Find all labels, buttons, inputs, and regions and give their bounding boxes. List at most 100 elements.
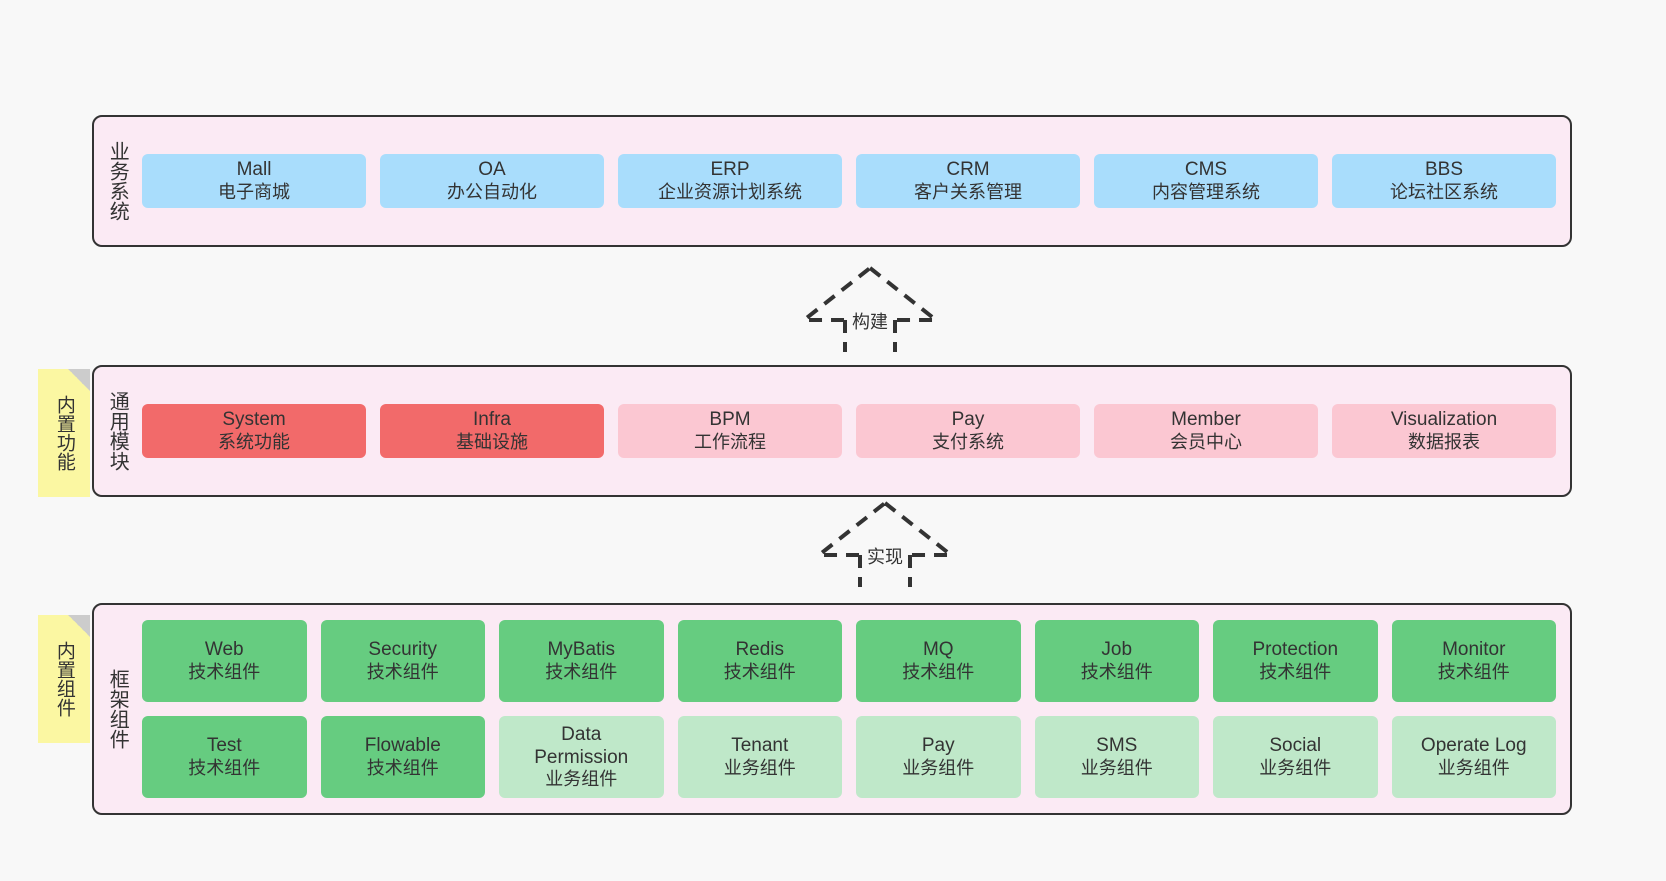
card-title: BBS <box>1424 159 1464 181</box>
connector-shaft <box>843 320 897 352</box>
card-data-permission[interactable]: Data Permission 业务组件 <box>499 716 664 798</box>
card-subtitle: 企业资源计划系统 <box>658 181 802 202</box>
card-subtitle: 业务组件 <box>723 757 796 778</box>
card-cms[interactable]: CMS 内容管理系统 <box>1094 154 1318 208</box>
layer-business-system: 业务系统 Mall 电子商城 OA 办公自动化 ERP 企业资源计划系统 CRM… <box>92 115 1572 247</box>
card-subtitle: 客户关系管理 <box>914 181 1022 202</box>
card-subtitle: 办公自动化 <box>447 181 537 202</box>
card-title: CRM <box>946 159 990 181</box>
card-row: Test 技术组件 Flowable 技术组件 Data Permission … <box>142 716 1556 798</box>
card-subtitle: 技术组件 <box>1259 661 1332 682</box>
card-title: Member <box>1171 409 1241 431</box>
card-subtitle: 技术组件 <box>188 757 261 778</box>
sticky-note-builtin-function: 内置功能 <box>38 369 90 497</box>
card-mall[interactable]: Mall 电子商城 <box>142 154 366 208</box>
card-subtitle: 内容管理系统 <box>1152 181 1260 202</box>
card-mq[interactable]: MQ 技术组件 <box>856 620 1021 702</box>
card-web[interactable]: Web 技术组件 <box>142 620 307 702</box>
card-title: Test <box>206 735 242 757</box>
card-pay-business[interactable]: Pay 业务组件 <box>856 716 1021 798</box>
card-title: MyBatis <box>547 639 616 661</box>
sticky-note-label: 内置功能 <box>53 395 75 471</box>
card-title: Redis <box>735 639 785 661</box>
card-subtitle: 技术组件 <box>366 757 439 778</box>
layer-title-business-system: 业务系统 <box>106 141 129 221</box>
card-subtitle: 电子商城 <box>218 181 290 202</box>
card-flowable[interactable]: Flowable 技术组件 <box>320 716 485 798</box>
layer-title-common-modules: 通用模块 <box>106 391 129 471</box>
card-subtitle: 业务组件 <box>902 757 975 778</box>
card-erp[interactable]: ERP 企业资源计划系统 <box>618 154 842 208</box>
card-redis[interactable]: Redis 技术组件 <box>677 620 842 702</box>
card-bbs[interactable]: BBS 论坛社区系统 <box>1332 154 1556 208</box>
card-title: CMS <box>1184 159 1228 181</box>
card-subtitle: 会员中心 <box>1170 431 1242 452</box>
card-title: Pay <box>951 409 985 431</box>
card-bpm[interactable]: BPM 工作流程 <box>618 404 842 458</box>
card-oa[interactable]: OA 办公自动化 <box>380 154 604 208</box>
card-title: Data Permission <box>534 723 629 769</box>
layer-framework-components: 框架组件 Web 技术组件 Security 技术组件 MyBatis 技术组件… <box>92 603 1572 815</box>
card-title: Flowable <box>364 735 441 757</box>
card-tenant[interactable]: Tenant 业务组件 <box>677 716 842 798</box>
card-title: Social <box>1269 735 1322 757</box>
card-row: Web 技术组件 Security 技术组件 MyBatis 技术组件 Redi… <box>142 620 1556 702</box>
card-mybatis[interactable]: MyBatis 技术组件 <box>499 620 664 702</box>
card-subtitle: 技术组件 <box>902 661 975 682</box>
connector-implement: 实现 <box>810 497 960 587</box>
card-subtitle: 技术组件 <box>366 661 439 682</box>
sticky-note-label: 内置组件 <box>53 641 75 717</box>
card-subtitle: 基础设施 <box>456 431 528 452</box>
card-row: System 系统功能 Infra 基础设施 BPM 工作流程 Pay 支付系统… <box>142 404 1556 458</box>
card-title: Security <box>368 639 438 661</box>
card-subtitle: 系统功能 <box>218 431 290 452</box>
card-subtitle: 技术组件 <box>723 661 796 682</box>
card-title: Operate Log <box>1420 735 1527 757</box>
card-title: Monitor <box>1442 639 1506 661</box>
card-title: SMS <box>1096 735 1138 757</box>
card-title: Web <box>204 639 244 661</box>
card-system[interactable]: System 系统功能 <box>142 404 366 458</box>
card-monitor[interactable]: Monitor 技术组件 <box>1391 620 1556 702</box>
card-title: Protection <box>1252 639 1339 661</box>
connector-shaft <box>858 555 912 587</box>
card-infra[interactable]: Infra 基础设施 <box>380 404 604 458</box>
sticky-note-builtin-component: 内置组件 <box>38 615 90 743</box>
card-job[interactable]: Job 技术组件 <box>1034 620 1199 702</box>
layer-body-business-system: Mall 电子商城 OA 办公自动化 ERP 企业资源计划系统 CRM 客户关系… <box>140 117 1570 245</box>
card-title: MQ <box>922 639 954 661</box>
card-title: Mall <box>236 159 272 181</box>
connector-label: 构建 <box>849 308 891 334</box>
card-social[interactable]: Social 业务组件 <box>1213 716 1378 798</box>
card-operate-log[interactable]: Operate Log 业务组件 <box>1391 716 1556 798</box>
card-subtitle: 业务组件 <box>545 769 618 790</box>
layer-common-modules: 通用模块 System 系统功能 Infra 基础设施 BPM 工作流程 Pay… <box>92 365 1572 497</box>
card-subtitle: 业务组件 <box>1080 757 1153 778</box>
card-title: Infra <box>472 409 512 431</box>
card-title: Visualization <box>1390 409 1498 431</box>
card-protection[interactable]: Protection 技术组件 <box>1213 620 1378 702</box>
card-crm[interactable]: CRM 客户关系管理 <box>856 154 1080 208</box>
layer-body-common-modules: System 系统功能 Infra 基础设施 BPM 工作流程 Pay 支付系统… <box>140 367 1570 495</box>
card-title: Job <box>1101 639 1133 661</box>
card-subtitle: 支付系统 <box>932 431 1004 452</box>
card-test[interactable]: Test 技术组件 <box>142 716 307 798</box>
card-visualization[interactable]: Visualization 数据报表 <box>1332 404 1556 458</box>
connector-label: 实现 <box>864 543 906 569</box>
card-title: Tenant <box>731 735 789 757</box>
card-subtitle: 数据报表 <box>1408 431 1480 452</box>
card-subtitle: 技术组件 <box>188 661 261 682</box>
card-subtitle: 业务组件 <box>1259 757 1332 778</box>
card-subtitle: 工作流程 <box>694 431 766 452</box>
card-member[interactable]: Member 会员中心 <box>1094 404 1318 458</box>
card-subtitle: 技术组件 <box>545 661 618 682</box>
card-title: BPM <box>709 409 751 431</box>
card-title: ERP <box>710 159 750 181</box>
card-security[interactable]: Security 技术组件 <box>320 620 485 702</box>
layer-title-framework-components: 框架组件 <box>106 669 129 749</box>
connector-build: 构建 <box>795 262 945 352</box>
card-pay[interactable]: Pay 支付系统 <box>856 404 1080 458</box>
card-row: Mall 电子商城 OA 办公自动化 ERP 企业资源计划系统 CRM 客户关系… <box>142 154 1556 208</box>
card-sms[interactable]: SMS 业务组件 <box>1034 716 1199 798</box>
card-subtitle: 技术组件 <box>1437 661 1510 682</box>
